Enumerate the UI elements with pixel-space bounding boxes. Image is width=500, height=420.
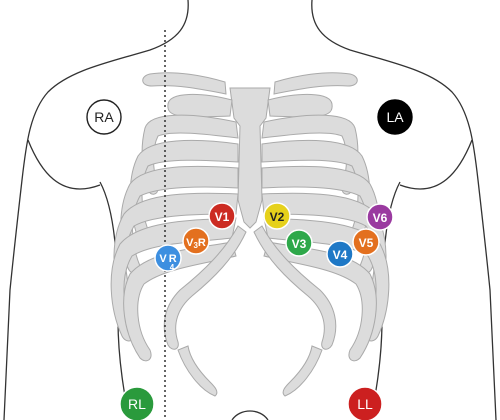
lead-ll: LL: [347, 386, 383, 420]
lead-la-label: LA: [386, 109, 404, 125]
lead-v4-label: V4: [333, 248, 348, 262]
right-clavicle: [142, 72, 227, 95]
lead-la: LA: [377, 99, 413, 135]
lead-v6-label: V6: [373, 211, 388, 225]
lead-v1-label: V1: [215, 210, 230, 224]
lead-v4: V4: [326, 240, 354, 268]
ribcage: [110, 72, 390, 397]
lead-v5-label: V5: [359, 236, 374, 250]
lead-v3-label: V3: [292, 237, 307, 251]
lead-ll-label: LL: [357, 396, 373, 412]
lead-v2-label: V2: [270, 210, 285, 224]
lead-rl-label: RL: [128, 396, 146, 412]
lead-ra-label: RA: [94, 109, 114, 125]
lead-v6: V6: [366, 203, 394, 231]
sternum: [229, 87, 271, 229]
lead-v3r-label: V3R: [186, 237, 206, 250]
lead-rl: RL: [119, 386, 155, 420]
lead-v1: V1: [208, 202, 236, 230]
lead-v5: V5: [352, 228, 380, 256]
lead-v3: V3: [285, 229, 313, 257]
left-clavicle: [273, 72, 358, 95]
lead-ra: RA: [86, 99, 122, 135]
lead-v3r: V3R: [182, 227, 210, 255]
lead-v2: V2: [263, 202, 291, 230]
